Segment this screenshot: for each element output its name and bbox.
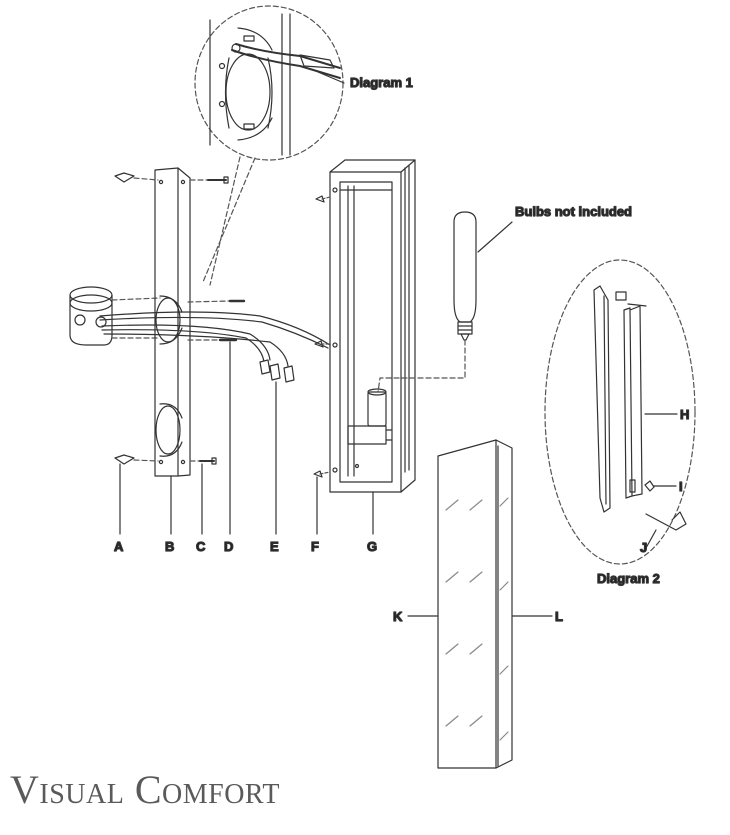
junction-box bbox=[69, 286, 161, 346]
bulbs-caption: Bulbs not included bbox=[515, 204, 632, 219]
part-label-f: F bbox=[311, 539, 319, 554]
part-label-a: A bbox=[114, 539, 124, 554]
junction-screw-top bbox=[187, 299, 246, 303]
part-label-c: C bbox=[196, 539, 206, 554]
wall-anchor-bottom bbox=[114, 454, 159, 465]
diagram-2-detail bbox=[544, 259, 696, 565]
brand-logo: Visual Comfort bbox=[10, 767, 281, 812]
fixture-frame bbox=[329, 159, 416, 493]
part-label-j: J bbox=[640, 540, 647, 555]
glass-shade bbox=[407, 439, 553, 769]
part-label-i: I bbox=[679, 479, 683, 494]
diagram-2-caption: Diagram 2 bbox=[597, 571, 660, 586]
part-label-k: K bbox=[393, 609, 403, 624]
part-label-l: L bbox=[555, 609, 563, 624]
diagram-1-detail bbox=[194, 5, 344, 286]
mounting-screw-top bbox=[189, 176, 229, 184]
mounting-plate bbox=[154, 167, 191, 477]
part-label-h: H bbox=[680, 407, 689, 422]
fixture-wires bbox=[99, 311, 331, 367]
leader-lines bbox=[119, 341, 374, 535]
wall-anchor-top bbox=[114, 172, 159, 183]
diagram-1-caption: Diagram 1 bbox=[350, 75, 413, 90]
wire-nuts bbox=[259, 359, 295, 383]
bulb bbox=[377, 211, 513, 393]
fixture-screws bbox=[313, 195, 331, 478]
part-label-e: E bbox=[270, 539, 279, 554]
part-label-b: B bbox=[165, 539, 174, 554]
part-label-g: G bbox=[367, 539, 377, 554]
part-label-d: D bbox=[224, 539, 233, 554]
mounting-screw-bottom bbox=[189, 457, 217, 465]
